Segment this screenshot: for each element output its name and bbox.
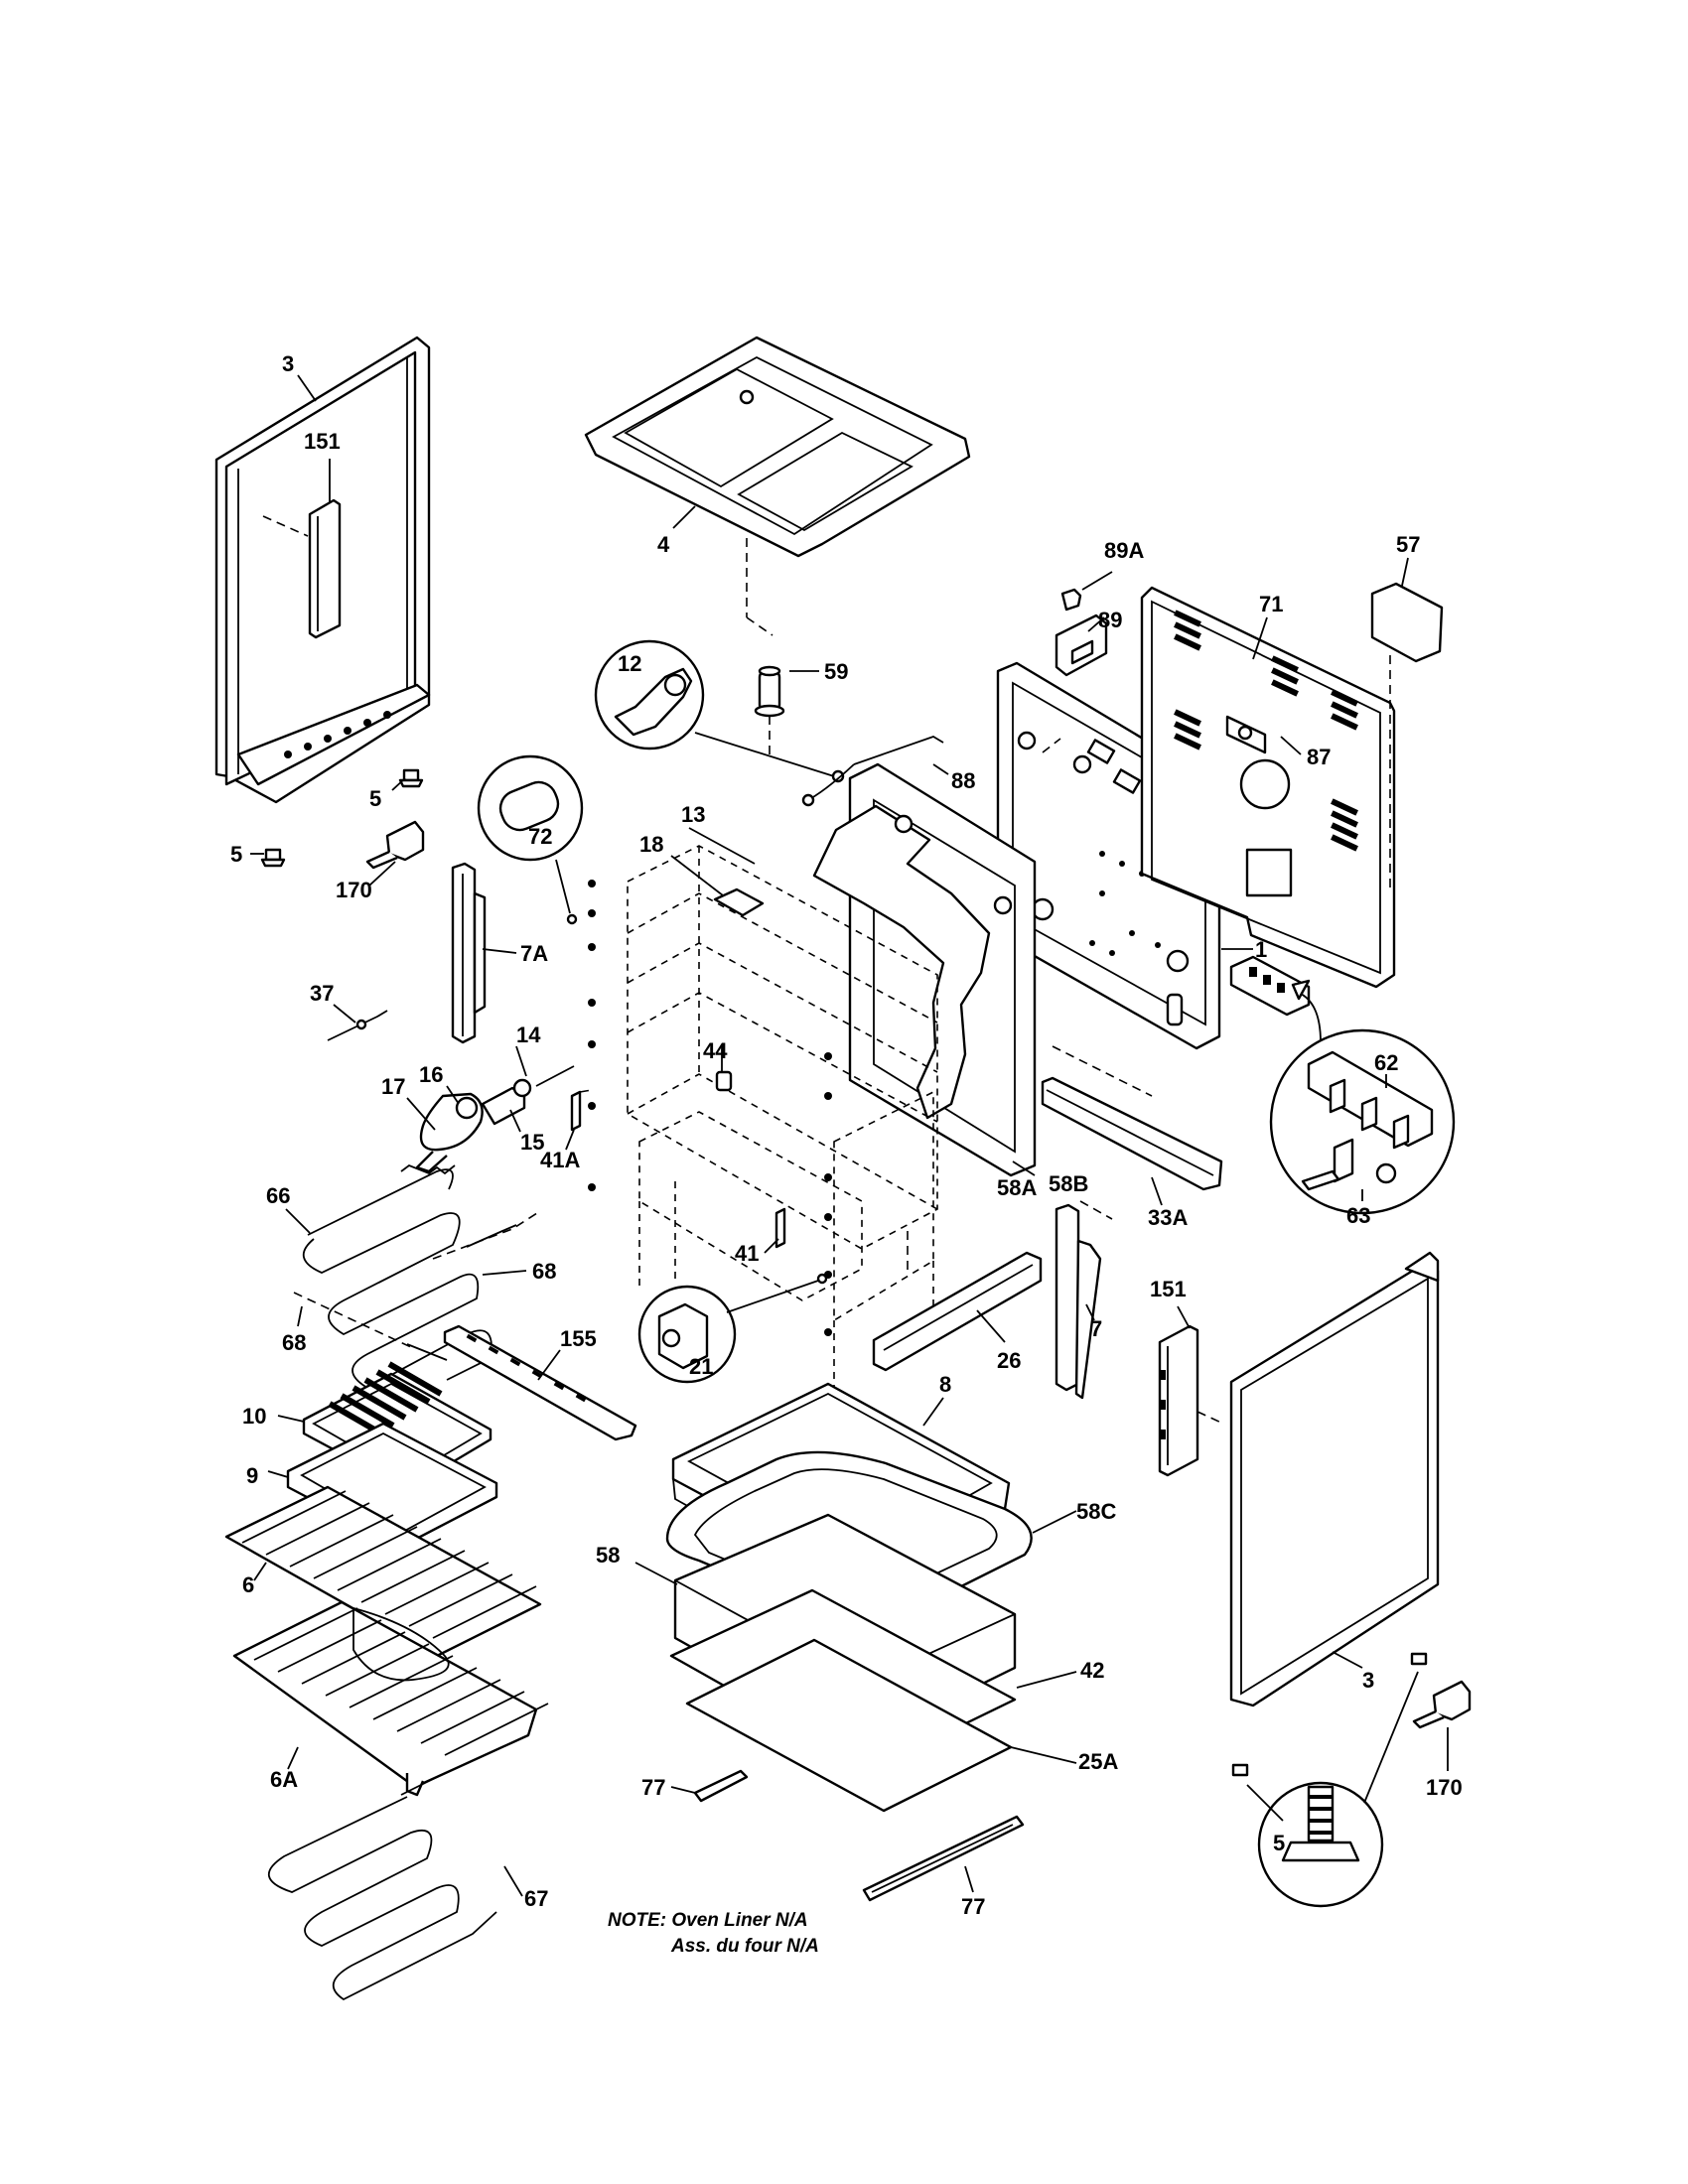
thermostat-capillary	[801, 736, 949, 807]
callout-58a: 58A	[997, 1175, 1037, 1200]
terminal-block-detail	[1269, 1028, 1456, 1215]
oven-rack-6a	[232, 1600, 549, 1797]
callout-42: 42	[1080, 1658, 1104, 1683]
drawer-slide-right	[862, 1815, 1025, 1902]
top-panel	[584, 336, 971, 636]
thermostat-bulb-holder	[754, 665, 819, 754]
leveling-leg-screw-left	[250, 768, 424, 868]
door-stop-detail	[637, 1273, 828, 1384]
wire-clip-small	[1060, 571, 1113, 612]
callout-1: 1	[1255, 937, 1267, 962]
callout-5-detail: 5	[1273, 1831, 1285, 1855]
callout-15: 15	[520, 1130, 544, 1155]
side-panel-brace-right	[1158, 1305, 1224, 1477]
callout-77-left: 77	[641, 1775, 665, 1800]
callout-155: 155	[560, 1326, 597, 1351]
callout-58c: 58C	[1076, 1499, 1116, 1524]
side-panel-brace-left	[262, 459, 342, 639]
oven-lamp-detail	[477, 754, 584, 925]
callout-77-right: 77	[961, 1894, 985, 1919]
note-line-1: NOTE: Oven Liner N/A	[608, 1910, 808, 1931]
callout-16: 16	[419, 1062, 443, 1087]
callout-7: 7	[1090, 1316, 1102, 1341]
note-line-2: Ass. du four N/A	[670, 1936, 819, 1957]
callout-170-left: 170	[336, 878, 372, 902]
callout-59: 59	[824, 659, 848, 684]
oven-vent-trim	[443, 1324, 637, 1441]
oven-lamp-assembly	[406, 1045, 575, 1173]
callout-5-lower: 5	[230, 842, 242, 867]
callout-26: 26	[997, 1348, 1021, 1373]
front-frame-insulation	[812, 762, 1037, 1177]
terminal-block-bracket	[1055, 614, 1108, 677]
door-hinge-receiver-left	[451, 862, 517, 1044]
thermostat-mount-bracket	[670, 827, 765, 917]
callout-33a: 33A	[1148, 1205, 1188, 1230]
rear-cover-panel	[1140, 586, 1396, 989]
bake-element	[267, 1774, 523, 2001]
callout-58: 58	[596, 1543, 620, 1568]
diagram-note: NOTE: Oven Liner N/A Ass. du four N/A	[608, 1910, 819, 1957]
callout-10: 10	[242, 1404, 266, 1429]
callout-44: 44	[703, 1038, 728, 1063]
callout-17: 17	[381, 1074, 405, 1099]
callout-13: 13	[681, 802, 705, 827]
door-hinge-receiver-right	[1055, 1200, 1113, 1400]
callout-67: 67	[524, 1886, 548, 1911]
callout-68-right: 68	[532, 1259, 556, 1284]
leveling-leg-detail	[1231, 1652, 1428, 1908]
broil-element	[285, 1163, 492, 1390]
callout-12: 12	[618, 651, 641, 676]
lower-front-rail	[872, 1231, 1043, 1372]
callout-21: 21	[689, 1354, 713, 1379]
callout-25a: 25A	[1078, 1749, 1118, 1774]
callout-87: 87	[1307, 745, 1331, 769]
hinge-screw-41	[764, 1207, 786, 1254]
callout-68-left: 68	[282, 1330, 306, 1355]
callout-9: 9	[246, 1463, 258, 1488]
anti-tip-bracket-left	[365, 820, 425, 887]
callout-7a: 7A	[520, 941, 548, 966]
callout-3-right: 3	[1362, 1668, 1374, 1693]
callout-63: 63	[1346, 1203, 1370, 1228]
callout-37: 37	[310, 981, 334, 1006]
callout-151-left: 151	[304, 429, 341, 454]
oven-cavity	[588, 845, 938, 1398]
callout-14: 14	[516, 1023, 541, 1047]
callout-5-upper: 5	[369, 786, 381, 811]
broiler-pan	[267, 1422, 498, 1549]
callout-57: 57	[1396, 532, 1420, 557]
callout-41a: 41A	[540, 1148, 580, 1172]
callout-66: 66	[266, 1183, 290, 1208]
terminal-block	[1229, 955, 1322, 1043]
callout-58b: 58B	[1049, 1171, 1088, 1196]
callout-88: 88	[951, 768, 975, 793]
back-label-plate	[1370, 557, 1444, 893]
callout-6: 6	[242, 1572, 254, 1597]
callout-72: 72	[528, 824, 552, 849]
element-support-wires	[293, 1210, 541, 1361]
callout-71: 71	[1259, 592, 1283, 616]
callout-8: 8	[939, 1372, 951, 1397]
anti-tip-bracket-right	[1412, 1680, 1472, 1771]
ground-wire	[327, 1004, 388, 1041]
callout-89a: 89A	[1104, 538, 1144, 563]
callout-labels: 3 151 5 5 170 4 89A 89 71 57 12 59 88 87…	[230, 351, 1463, 1919]
callout-6a: 6A	[270, 1767, 298, 1792]
callout-170-right: 170	[1426, 1775, 1463, 1800]
drawer-bottom-25a	[685, 1638, 1077, 1813]
thermostat-detail	[594, 639, 845, 783]
bottom-rear-rail	[1041, 1045, 1223, 1206]
callout-151-right: 151	[1150, 1277, 1187, 1301]
callout-89: 89	[1098, 608, 1122, 632]
side-panel-right	[1229, 1251, 1440, 1707]
callout-3-left: 3	[282, 351, 294, 376]
callout-18: 18	[639, 832, 663, 857]
callout-62: 62	[1374, 1050, 1398, 1075]
hinge-screw-41a	[565, 1089, 593, 1151]
callout-4: 4	[657, 532, 670, 557]
callout-41: 41	[735, 1241, 759, 1266]
drawer-slide-left	[670, 1769, 749, 1803]
